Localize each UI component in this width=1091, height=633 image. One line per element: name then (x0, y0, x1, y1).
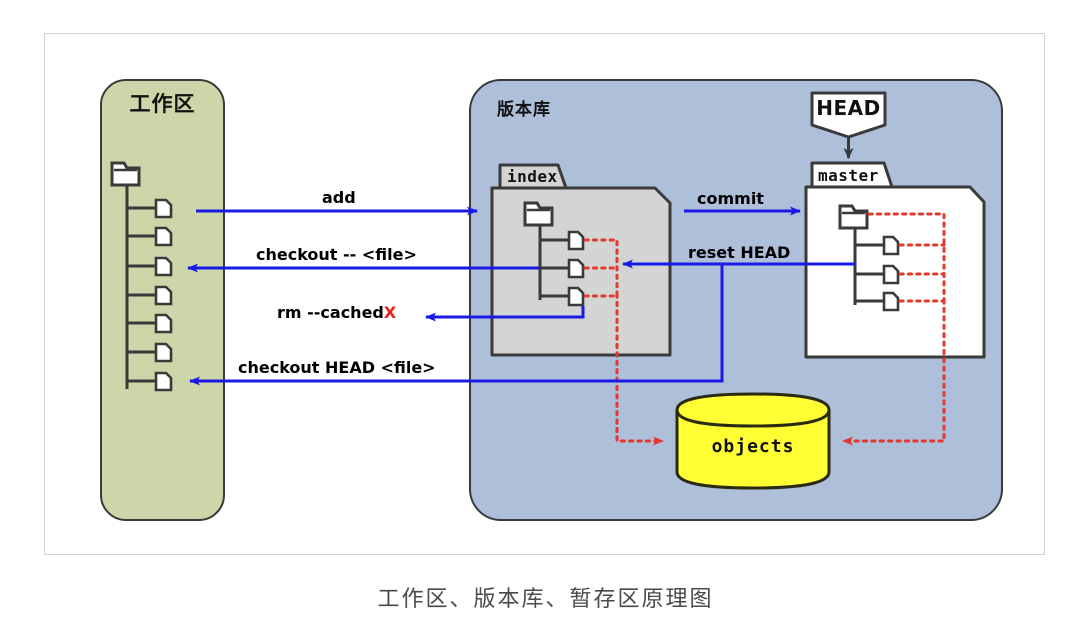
workspace-area (100, 79, 225, 521)
diagram-caption: 工作区、版本库、暂存区原理图 (377, 587, 714, 612)
command-label-reset-head: reset HEAD (688, 243, 791, 262)
index-label: index (507, 167, 558, 186)
red-x-icon: X (383, 303, 397, 322)
command-label-checkout-file: checkout -- <file> (256, 245, 417, 264)
command-label-checkout-head: checkout HEAD <file> (238, 358, 436, 377)
command-label-rm-cached: rm --cachedX (277, 303, 396, 322)
repository-title: 版本库 (497, 100, 551, 120)
master-label: master (818, 166, 879, 185)
command-label-add: add (322, 188, 356, 207)
workspace-title: 工作区 (129, 92, 196, 116)
command-label-rm-cached-text: rm --cached (277, 303, 384, 322)
command-label-commit: commit (697, 189, 764, 208)
objects-label: objects (711, 436, 795, 457)
head-label: HEAD (816, 96, 881, 120)
